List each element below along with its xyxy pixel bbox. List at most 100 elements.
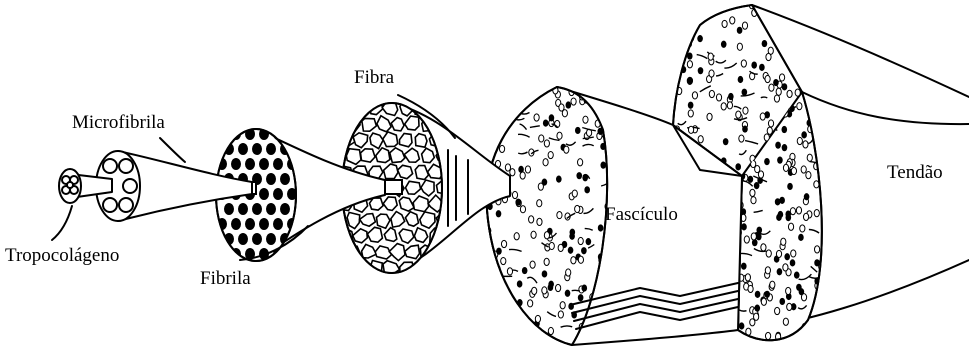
open-oval-dot <box>801 3 806 10</box>
open-oval-dot <box>544 140 549 147</box>
filled-dot <box>830 259 836 266</box>
label-fibrila: Fibrila <box>200 268 251 289</box>
open-oval-dot <box>549 242 554 249</box>
open-oval-dot <box>672 14 677 21</box>
open-oval-dot <box>816 136 821 143</box>
filled-dot <box>606 89 612 96</box>
filled-dot <box>522 267 528 274</box>
fibril-dot <box>259 158 269 170</box>
filled-dot <box>694 13 700 20</box>
open-oval-dot <box>510 321 515 328</box>
open-oval-dot <box>765 332 770 339</box>
fibril-dot <box>238 143 248 155</box>
fibril-dot <box>217 128 227 140</box>
open-oval-dot <box>788 223 793 230</box>
filled-dot <box>486 132 492 139</box>
open-oval-dot <box>504 303 509 310</box>
open-oval-dot <box>817 151 822 158</box>
open-oval-dot <box>558 311 563 318</box>
filled-dot <box>814 259 820 266</box>
filled-dot <box>748 176 754 183</box>
open-oval-dot <box>688 110 693 117</box>
open-oval-dot <box>505 96 510 103</box>
filled-dot <box>498 129 504 136</box>
filled-dot <box>518 166 524 173</box>
open-oval-dot <box>797 103 802 110</box>
fiber-cell <box>337 101 353 114</box>
open-oval-dot <box>831 89 836 96</box>
filled-dot <box>569 233 575 240</box>
open-oval-dot <box>520 206 525 213</box>
fiber-stroke <box>826 149 837 155</box>
open-oval-dot <box>672 30 677 37</box>
open-oval-dot <box>745 274 750 281</box>
open-oval-dot <box>783 264 788 271</box>
open-oval-dot <box>721 103 726 110</box>
filled-dot <box>598 224 604 231</box>
open-oval-dot <box>530 328 535 335</box>
fibril-dot <box>266 203 276 215</box>
fibril-dot <box>238 203 248 215</box>
open-oval-dot <box>684 23 689 30</box>
open-oval-dot <box>707 113 712 120</box>
open-oval-dot <box>786 287 791 294</box>
fiber-cell <box>415 261 429 274</box>
fiber-cell <box>361 149 376 162</box>
filled-dot <box>581 247 587 254</box>
open-oval-dot <box>495 123 500 130</box>
fibril-dot <box>280 203 290 215</box>
open-oval-dot <box>501 309 506 316</box>
open-oval-dot <box>801 166 806 173</box>
filled-dot <box>742 89 748 96</box>
fiber-stroke <box>695 6 707 10</box>
filled-dot <box>779 298 785 305</box>
open-oval-dot <box>560 302 565 309</box>
filled-dot <box>778 211 784 218</box>
open-oval-dot <box>781 238 786 245</box>
fiber-stroke <box>495 99 509 101</box>
fibril-dot <box>252 233 262 245</box>
fiber-stroke <box>761 97 768 98</box>
open-oval-dot <box>827 317 832 324</box>
open-oval-dot <box>491 110 496 117</box>
filled-dot <box>687 28 693 35</box>
open-oval-dot <box>795 43 800 50</box>
open-oval-dot <box>730 17 735 24</box>
fiber-cell <box>429 262 443 275</box>
filled-dot <box>782 126 788 133</box>
open-oval-dot <box>542 84 547 91</box>
open-oval-dot <box>673 33 678 40</box>
open-oval-dot <box>714 159 719 166</box>
open-oval-dot <box>831 326 836 333</box>
open-oval-dot <box>830 181 835 188</box>
fibril-dot <box>266 143 276 155</box>
open-oval-dot <box>557 132 562 139</box>
open-oval-dot <box>527 333 532 340</box>
open-oval-dot <box>761 244 766 251</box>
filled-dot <box>737 27 743 34</box>
open-oval-dot <box>578 256 583 263</box>
open-oval-dot <box>797 137 802 144</box>
open-oval-dot <box>814 246 819 253</box>
open-oval-dot <box>801 294 806 301</box>
open-oval-dot <box>507 268 512 275</box>
filled-dot <box>495 135 501 142</box>
open-oval-dot <box>750 189 755 196</box>
filled-dot <box>566 101 572 108</box>
open-oval-dot <box>543 159 548 166</box>
fibril-dot <box>231 218 241 230</box>
fiber-stroke <box>572 290 580 291</box>
open-oval-dot <box>727 102 732 109</box>
open-oval-dot <box>578 159 583 166</box>
fibril-dot <box>273 218 283 230</box>
open-oval-dot <box>791 250 796 257</box>
fiber-stroke <box>490 101 500 104</box>
open-oval-dot <box>548 151 553 158</box>
open-oval-dot <box>790 208 795 215</box>
filled-dot <box>688 102 694 109</box>
filled-dot <box>764 291 770 298</box>
open-oval-dot <box>739 135 744 142</box>
fibril-dot <box>259 218 269 230</box>
open-oval-dot <box>504 103 509 110</box>
open-oval-dot <box>800 225 805 232</box>
